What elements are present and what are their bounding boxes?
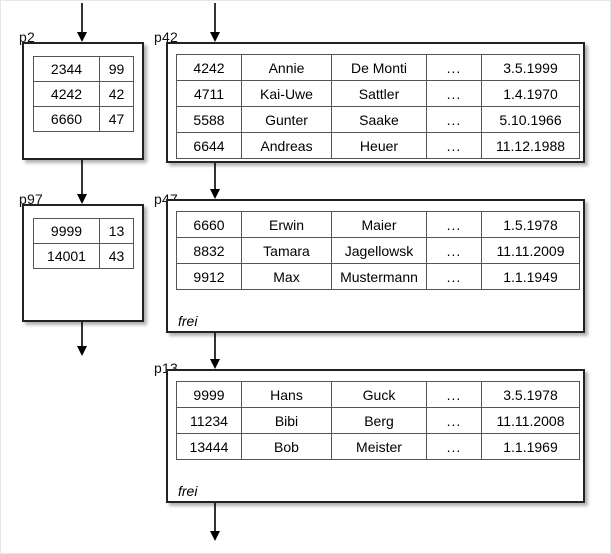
cell-value: 13 (99, 218, 134, 244)
cell-value: Heuer (331, 132, 427, 159)
cell-ellipsis: ... (426, 54, 482, 81)
cell-value: 4711 (176, 80, 242, 107)
cell-value: Gunter (241, 106, 332, 133)
cell-value: Erwin (241, 211, 332, 238)
cell-value: 4242 (33, 81, 100, 107)
cell-value: 5588 (176, 106, 242, 133)
cell-value: Maier (331, 211, 427, 238)
cell-value: 99 (99, 56, 134, 82)
free-space-label-p47: frei (178, 313, 198, 329)
node-label-p42: p42 (154, 29, 178, 45)
cell-value: Sattler (331, 80, 427, 107)
cell-value: Mustermann (331, 263, 427, 290)
cell-ellipsis: ... (426, 80, 482, 107)
cell-value: 47 (99, 106, 134, 132)
cell-ellipsis: ... (426, 211, 482, 238)
node-label-p97: p97 (19, 191, 43, 207)
cell-value: 9912 (176, 263, 242, 290)
cell-ellipsis: ... (426, 237, 482, 264)
cell-ellipsis: ... (426, 106, 482, 133)
cell-value: 11.11.2008 (481, 407, 580, 434)
cell-value: 9999 (33, 218, 100, 244)
cell-value: 11234 (176, 407, 242, 434)
cell-value: Hans (241, 381, 332, 408)
arrow-p97-down (74, 322, 90, 356)
cell-value: 14001 (33, 243, 100, 269)
cell-value: 4242 (176, 54, 242, 81)
cell-value: Bibi (241, 407, 332, 434)
cell-value: Saake (331, 106, 427, 133)
node-label-p2: p2 (19, 29, 35, 45)
cell-value: 11.11.2009 (481, 237, 580, 264)
cell-value: 6660 (176, 211, 242, 238)
cell-ellipsis: ... (426, 132, 482, 159)
arrow-p47-to-p13 (207, 333, 223, 369)
cell-value: 1.5.1978 (481, 211, 580, 238)
cell-value: Bob (241, 433, 332, 460)
cell-ellipsis: ... (426, 263, 482, 290)
arrow-into-p42 (207, 3, 223, 42)
cell-value: Jagellowsk (331, 237, 427, 264)
arrow-into-p2 (74, 3, 90, 42)
arrow-p42-to-p47 (207, 163, 223, 199)
cell-value: Berg (331, 407, 427, 434)
cell-value: 8832 (176, 237, 242, 264)
cell-value: 5.10.1966 (481, 106, 580, 133)
cell-value: 6660 (33, 106, 100, 132)
arrow-p2-to-p97 (74, 160, 90, 204)
cell-ellipsis: ... (426, 433, 482, 460)
cell-ellipsis: ... (426, 407, 482, 434)
arrow-p13-down (207, 503, 223, 541)
cell-value: Annie (241, 54, 332, 81)
cell-value: 11.12.1988 (481, 132, 580, 159)
cell-value: 1.1.1969 (481, 433, 580, 460)
cell-value: Max (241, 263, 332, 290)
cell-ellipsis: ... (426, 381, 482, 408)
cell-value: 13444 (176, 433, 242, 460)
cell-value: Guck (331, 381, 427, 408)
cell-value: 1.1.1949 (481, 263, 580, 290)
cell-value: 43 (99, 243, 134, 269)
cell-value: 9999 (176, 381, 242, 408)
cell-value: Kai-Uwe (241, 80, 332, 107)
free-space-label-p13: frei (178, 483, 198, 499)
cell-value: Andreas (241, 132, 332, 159)
cell-value: Meister (331, 433, 427, 460)
cell-value: 42 (99, 81, 134, 107)
cell-value: 1.4.1970 (481, 80, 580, 107)
cell-value: 6644 (176, 132, 242, 159)
cell-value: 3.5.1999 (481, 54, 580, 81)
cell-value: 2344 (33, 56, 100, 82)
cell-value: De Monti (331, 54, 427, 81)
cell-value: Tamara (241, 237, 332, 264)
cell-value: 3.5.1978 (481, 381, 580, 408)
